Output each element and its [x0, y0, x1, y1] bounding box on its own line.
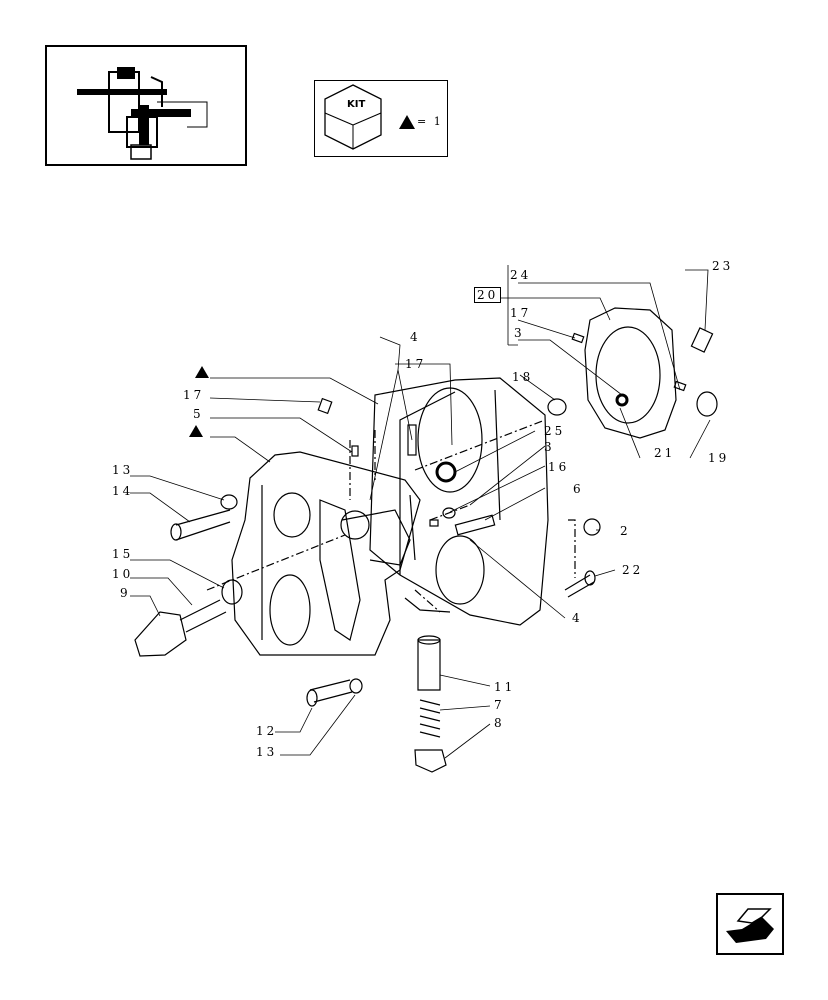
- overview-thumbnail: [45, 45, 247, 166]
- back-arrow-icon: [726, 908, 774, 943]
- callout-20: 20: [474, 287, 502, 303]
- callout-17-b: 17: [405, 357, 427, 371]
- front-cover-outline: [231, 451, 421, 656]
- callout-23: 23: [712, 259, 734, 273]
- callout-9: 9: [120, 586, 131, 600]
- callout-16: 16: [548, 460, 570, 474]
- callout-24: 24: [510, 268, 532, 282]
- callout-22: 22: [622, 563, 644, 577]
- callout-12: 12: [256, 724, 278, 738]
- callout-3-b: 3: [544, 440, 555, 454]
- kit-cube-icon: [324, 84, 415, 150]
- callout-15: 15: [112, 547, 134, 561]
- callout-11: 11: [494, 680, 516, 694]
- kit-marker-icon-2: [189, 425, 203, 437]
- top-cover-outline: [584, 307, 677, 439]
- callout-21: 21: [654, 446, 676, 460]
- kit-quantity: = 1: [417, 115, 443, 128]
- callout-5: 5: [193, 407, 204, 421]
- callout-4-b: 4: [572, 611, 583, 625]
- kit-legend: KIT = 1: [314, 80, 448, 157]
- back-navigation-button[interactable]: [716, 893, 784, 955]
- callout-18: 18: [512, 370, 534, 384]
- kit-marker-icon-1: [195, 366, 209, 378]
- callout-6: 6: [573, 482, 584, 496]
- callout-10: 10: [112, 567, 134, 581]
- callout-17-c: 17: [183, 388, 205, 402]
- callout-2: 2: [620, 524, 631, 538]
- callout-14: 14: [112, 484, 134, 498]
- callout-19: 19: [708, 451, 730, 465]
- callout-7: 7: [494, 698, 505, 712]
- callout-25: 25: [544, 424, 566, 438]
- kit-triangle-icon: [399, 115, 415, 129]
- callout-3: 3: [514, 326, 525, 340]
- callout-13-b: 13: [256, 745, 278, 759]
- leader-lines: [130, 265, 711, 759]
- callout-17: 17: [510, 306, 532, 320]
- callout-4: 4: [410, 330, 421, 344]
- callout-8: 8: [494, 716, 505, 730]
- callout-13: 13: [112, 463, 134, 477]
- overview-drawing: [77, 67, 208, 160]
- rear-housing-outline: [369, 377, 549, 626]
- kit-label: KIT: [347, 99, 366, 110]
- seal-25: [435, 461, 457, 483]
